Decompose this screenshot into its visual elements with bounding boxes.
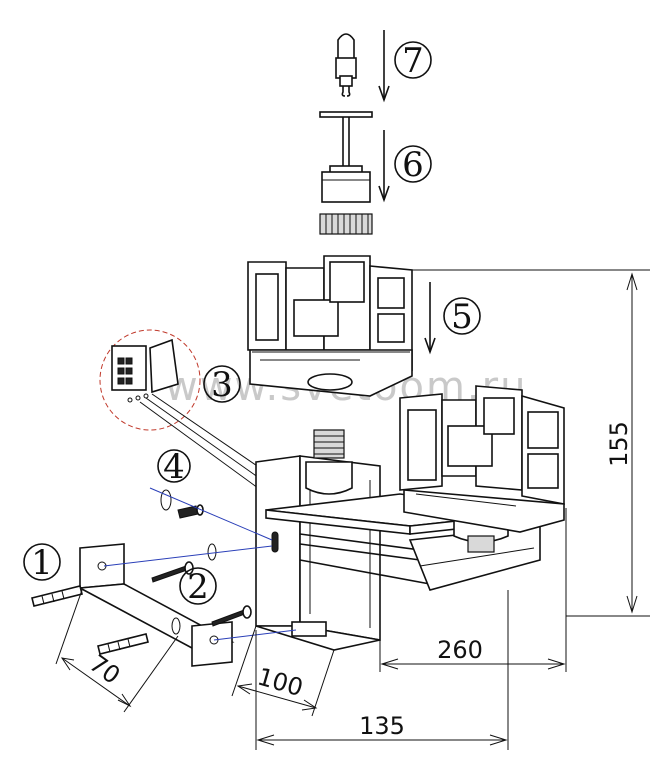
dimension-135 bbox=[255, 590, 509, 750]
dimension-70 bbox=[55, 589, 179, 713]
cube-shade-mounted bbox=[399, 385, 565, 533]
dimension-100-label: 100 bbox=[254, 663, 306, 703]
dimension-155-label: 155 bbox=[605, 421, 633, 467]
callout-circle-3 bbox=[203, 365, 241, 403]
screw-bottom bbox=[211, 605, 252, 627]
callout-3: 3 bbox=[211, 365, 233, 405]
callout-circle-4 bbox=[157, 449, 191, 483]
callout-2: 2 bbox=[187, 567, 209, 607]
callout-circle-5 bbox=[443, 297, 481, 335]
callout-circle-6 bbox=[394, 145, 432, 183]
callout-circle-7 bbox=[394, 41, 432, 79]
fixing-screw bbox=[160, 489, 217, 561]
dimension-260-label: 260 bbox=[437, 636, 483, 664]
callout-1: 1 bbox=[31, 543, 53, 583]
dimension-260 bbox=[379, 508, 567, 672]
callout-5: 5 bbox=[451, 297, 473, 337]
arrow-down-5 bbox=[424, 282, 436, 355]
wall-plug-top bbox=[31, 585, 83, 607]
mounting-bracket bbox=[77, 543, 235, 667]
lamp-holder bbox=[319, 111, 373, 235]
callout-7: 7 bbox=[402, 41, 424, 81]
arrow-down-7 bbox=[378, 30, 390, 103]
dimension-70-label: 70 bbox=[84, 649, 125, 690]
dimension-100 bbox=[231, 625, 335, 717]
wall-plug-bottom bbox=[97, 633, 149, 655]
wires bbox=[139, 393, 267, 489]
dimension-155 bbox=[412, 269, 650, 617]
cube-shade-exploded bbox=[247, 255, 413, 397]
callout-circle-2 bbox=[179, 567, 217, 605]
arrow-down-6 bbox=[378, 130, 390, 203]
terminal-detail bbox=[99, 329, 201, 431]
callout-4: 4 bbox=[163, 447, 185, 487]
callout-circle-1 bbox=[23, 543, 61, 581]
g9-bulb bbox=[335, 33, 357, 97]
dimension-135-label: 135 bbox=[359, 712, 405, 740]
assembly-guides bbox=[103, 487, 297, 641]
callout-6: 6 bbox=[402, 145, 424, 185]
